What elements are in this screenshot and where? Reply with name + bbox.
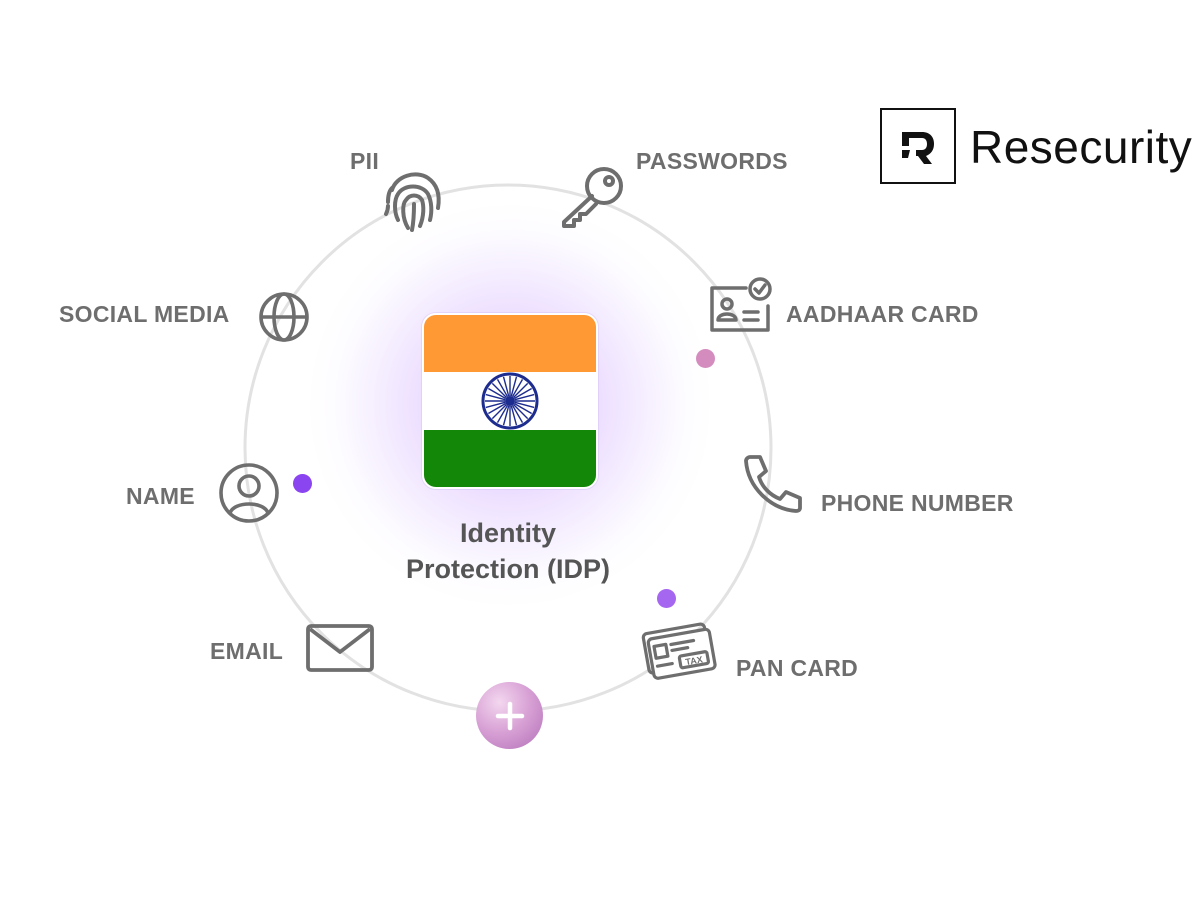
chakra-spoke xyxy=(514,394,535,401)
plus-icon xyxy=(495,701,524,730)
chakra-spoke xyxy=(513,388,533,400)
pan-label: PAN CARD xyxy=(736,655,859,681)
accent-dot-left xyxy=(293,474,312,493)
phone-label: PHONE NUMBER xyxy=(821,490,1014,516)
phone-icon xyxy=(742,453,804,513)
india-flag xyxy=(422,313,598,489)
flag-saffron-band xyxy=(424,315,596,373)
chakra-spoke xyxy=(510,405,518,426)
chakra-spoke xyxy=(491,404,507,420)
accent-dot-right xyxy=(696,349,715,368)
chakra-spoke xyxy=(485,394,506,401)
id-card-check-icon xyxy=(708,276,774,334)
email-label: EMAIL xyxy=(210,638,284,664)
globe-icon xyxy=(257,290,311,344)
chakra-spoke xyxy=(496,405,509,424)
pii-label: PII xyxy=(350,148,380,174)
ashoka-chakra-icon xyxy=(481,372,539,430)
chakra-spoke xyxy=(502,377,510,397)
chakra-spoke xyxy=(513,403,533,415)
fingerprint-icon xyxy=(382,168,446,234)
chakra-spoke xyxy=(513,404,529,420)
center-title: Identity Protection (IDP) xyxy=(350,515,666,587)
key-icon xyxy=(558,164,628,230)
chakra-spoke xyxy=(487,388,507,400)
chakra-spoke xyxy=(510,377,518,397)
aadhaar-label: AADHAAR CARD xyxy=(786,301,979,327)
chakra-spoke xyxy=(513,383,529,399)
center-title-line2: Protection (IDP) xyxy=(405,554,610,584)
accent-dot-bottom-right xyxy=(657,589,676,608)
chakra-spoke xyxy=(485,401,506,409)
center-title-line1: Identity xyxy=(459,518,556,548)
envelope-icon xyxy=(305,622,375,674)
chakra-spoke xyxy=(511,405,524,424)
name-label: NAME xyxy=(126,483,195,509)
flag-white-band xyxy=(424,372,596,430)
social-media-label: SOCIAL MEDIA xyxy=(59,301,230,327)
chakra-spoke xyxy=(487,403,507,415)
chakra-spoke xyxy=(496,379,509,398)
brand-name: Resecurity xyxy=(970,121,1193,173)
svg-text:TAX: TAX xyxy=(685,654,704,667)
chakra-spoke xyxy=(511,379,524,398)
flag-green-band xyxy=(424,429,596,487)
add-button[interactable] xyxy=(476,682,543,749)
chakra-spoke xyxy=(491,383,507,399)
tax-card-icon: TAX xyxy=(640,618,720,682)
passwords-label: PASSWORDS xyxy=(636,148,788,174)
user-circle-icon xyxy=(217,461,281,525)
chakra-spoke xyxy=(502,405,510,426)
chakra-spoke xyxy=(514,401,535,409)
resecurity-logo-icon xyxy=(880,108,956,184)
